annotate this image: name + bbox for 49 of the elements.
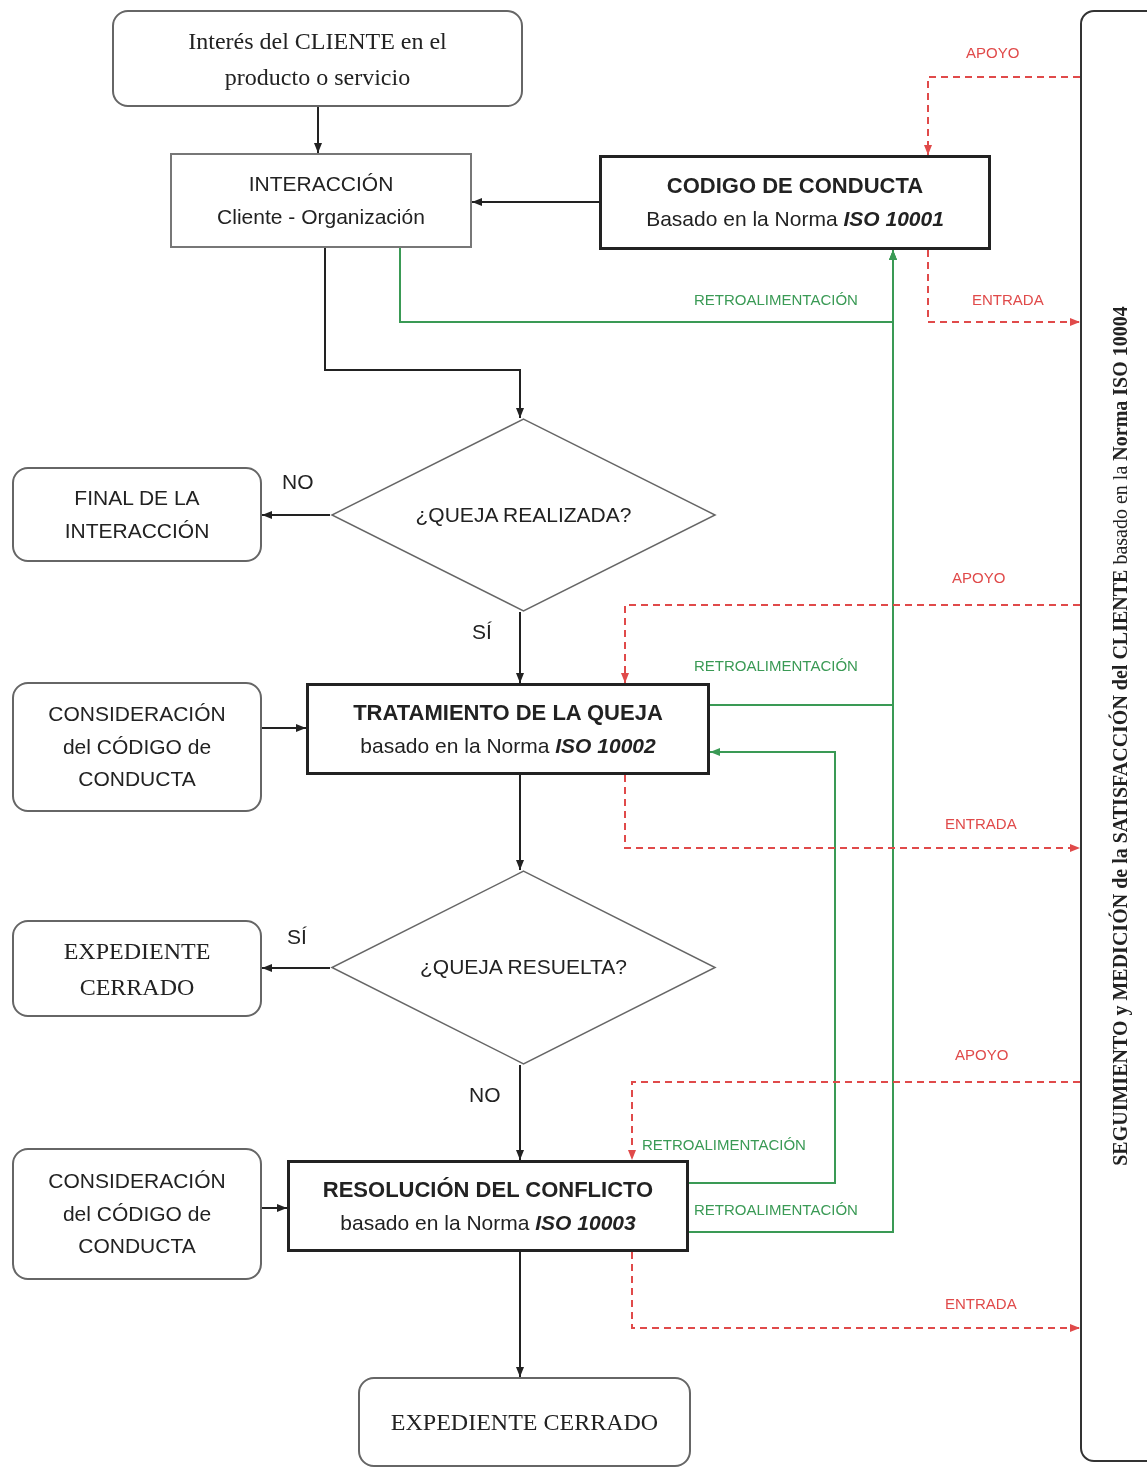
arrow — [516, 611, 524, 684]
node-text: basado en la Norma ISO 10003 — [340, 1209, 636, 1236]
dashed-arrow — [631, 1251, 1081, 1332]
decision-diamond — [330, 870, 717, 1065]
node-text: Cliente - Organización — [217, 203, 425, 230]
node-label: ¿QUEJA RESUELTA? — [419, 954, 628, 981]
start-box — [112, 10, 523, 107]
dashed-arrow — [924, 76, 1081, 156]
input-box — [12, 682, 262, 812]
end-box — [12, 920, 262, 1017]
input-box — [12, 1148, 262, 1280]
dashed-arrow — [927, 249, 1081, 326]
dashed-arrow — [621, 604, 1081, 684]
arrow — [688, 249, 897, 1233]
dashed-arrow — [628, 1081, 1081, 1161]
arrow — [261, 1204, 288, 1212]
arrow — [471, 198, 600, 206]
node-label: EXPEDIENTE CERRADO — [62, 936, 212, 1002]
arrow — [261, 724, 307, 732]
arrow — [516, 1064, 524, 1161]
node-label: CONSIDERACIÓN del CÓDIGO de CONDUCTA — [47, 1168, 227, 1260]
node-label: SEGUIMIENTO y MEDICIÓN de la SATISFACCIÓN del CLIENTE basado en la Norma ISO 10004 — [1107, 306, 1133, 1166]
arrow — [516, 774, 524, 871]
monitoring-panel — [1080, 10, 1147, 1462]
node-text: Basado en la Norma ISO 10001 — [646, 206, 944, 233]
end-box — [358, 1377, 691, 1467]
process-box — [599, 155, 991, 250]
node-label: ¿QUEJA REALIZADA? — [414, 501, 633, 528]
end-box — [12, 467, 262, 562]
arrow — [261, 964, 331, 972]
node-title: CODIGO DE CONDUCTA — [666, 172, 924, 201]
node-label: FINAL DE LA INTERACCIÓN — [63, 484, 211, 544]
arrow — [516, 1251, 524, 1378]
node-label: Interés del CLIENTE en el producto o servicio — [187, 26, 448, 92]
arrow — [688, 748, 836, 1184]
process-box — [287, 1160, 689, 1252]
node-text: basado en la Norma ISO 10002 — [360, 732, 656, 759]
arrow — [261, 511, 331, 519]
process-box — [306, 683, 710, 775]
node-title: TRATAMIENTO DE LA QUEJA — [353, 698, 663, 727]
process-box — [170, 153, 472, 248]
node-label: CONSIDERACIÓN del CÓDIGO de CONDUCTA — [47, 701, 227, 793]
decision-diamond — [330, 418, 717, 612]
node-label: EXPEDIENTE CERRADO — [390, 1408, 659, 1437]
arrow — [324, 247, 524, 419]
node-title: RESOLUCIÓN DEL CONFLICTO — [322, 1175, 654, 1204]
dashed-arrow — [624, 774, 1081, 852]
arrow — [314, 106, 322, 154]
node-title: INTERACCIÓN — [248, 170, 394, 197]
